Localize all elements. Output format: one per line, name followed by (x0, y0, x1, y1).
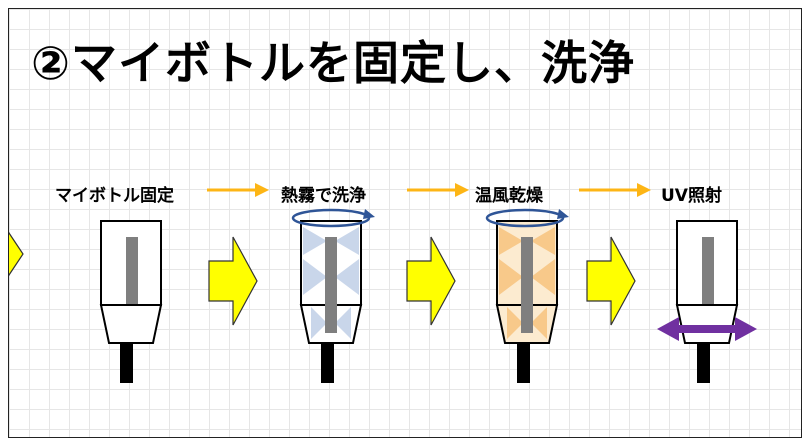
swirl-arrow-icon (291, 208, 375, 228)
bottle-fixed (99, 220, 163, 383)
warm-air-icon (499, 227, 555, 339)
yellow-arrow-3 (586, 236, 636, 326)
partial-arrow-left-edge (9, 231, 24, 277)
page-title: ②マイボトルを固定し、洗浄 (31, 36, 635, 90)
bottle-uv (657, 220, 757, 383)
bottle-steam-wash (299, 220, 363, 383)
swirl-arrow-icon (485, 208, 569, 228)
yellow-arrow-1 (208, 236, 258, 326)
yellow-arrow-2 (406, 236, 456, 326)
step-label-steam-wash: 熱霧で洗浄 (281, 186, 366, 206)
orange-arrow-2 (407, 183, 469, 197)
step-label-uv: UV照射 (661, 186, 722, 206)
bottle-warm-dry (495, 220, 559, 383)
uv-light-icon (657, 317, 757, 341)
orange-arrow-1 (207, 183, 269, 197)
steam-spray-icon (303, 227, 359, 339)
step-label-fix: マイボトル固定 (55, 186, 174, 206)
slide: ②マイボトルを固定し、洗浄 マイボトル固定 熱霧で洗浄 温風乾燥 UV照射 (8, 8, 802, 438)
orange-arrow-3 (579, 183, 651, 197)
step-label-warm-dry: 温風乾燥 (475, 186, 543, 206)
